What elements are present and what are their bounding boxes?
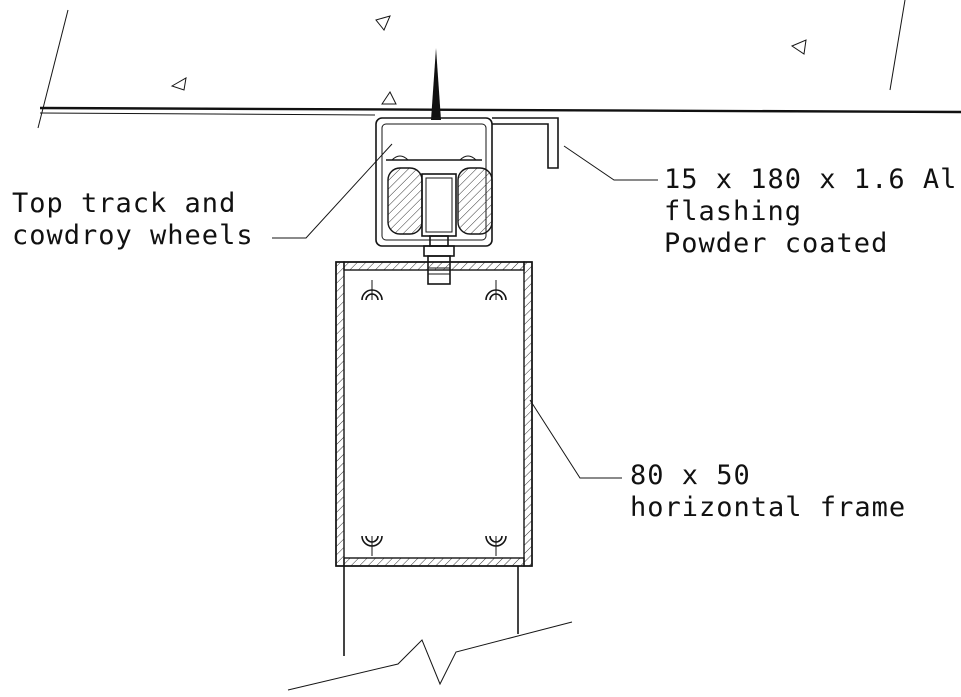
door-leaf — [287, 566, 573, 691]
leaders — [272, 143, 658, 479]
frame-wall-bottom — [343, 557, 525, 567]
flashing-label-line-1: 15 x 180 x 1.6 Al. — [664, 164, 961, 195]
leader-track — [272, 143, 393, 239]
flashing-label-line-3: Powder coated — [664, 228, 888, 259]
frame-outer — [335, 261, 533, 567]
frame-label-line-1: 80 x 50 — [630, 460, 751, 491]
frame-wall-right — [523, 261, 533, 567]
frame-wall-top — [343, 261, 525, 271]
flashing-angle — [492, 117, 559, 169]
flashing-label-line-2: flashing — [664, 196, 802, 227]
wheel-left — [387, 167, 423, 235]
fixing-spike — [431, 48, 441, 120]
slab-soffit-line-2 — [39, 112, 376, 116]
break-line — [287, 621, 573, 691]
aggregate-mark — [790, 39, 807, 55]
track-label-line-1: Top track and — [12, 188, 236, 219]
aggregate-mark — [170, 77, 187, 91]
bolt-head — [429, 235, 449, 247]
leader-frame — [529, 399, 622, 479]
wheel-carrier — [421, 173, 457, 237]
slab-edge-line — [889, 0, 906, 91]
slab-soffit-line — [39, 106, 961, 114]
frame-label-line-2: horizontal frame — [630, 492, 906, 523]
track-hooks — [391, 155, 477, 161]
track-label-line-2: cowdroy wheels — [12, 220, 254, 251]
leader-flashing — [563, 145, 658, 181]
aggregate-mark — [375, 15, 391, 31]
slab-break-line — [37, 9, 69, 129]
frame-wall-left — [335, 261, 345, 567]
wheel-carrier-inner — [425, 177, 453, 233]
wheel-right — [457, 167, 493, 235]
cowdroy-wheels — [387, 167, 493, 285]
nut — [423, 245, 455, 257]
horizontal-frame — [335, 261, 533, 567]
aggregate-mark — [381, 91, 397, 105]
frame-inner — [343, 269, 525, 559]
concrete-slab — [37, 0, 961, 129]
